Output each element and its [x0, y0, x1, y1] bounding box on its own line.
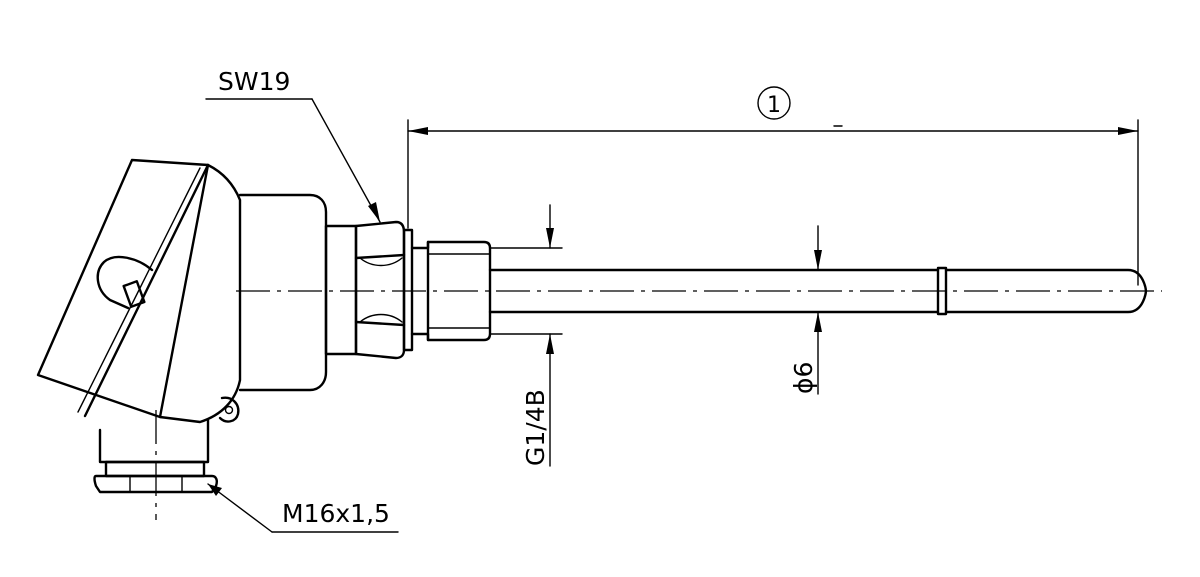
nut-flat-top — [354, 253, 406, 260]
cover-latch — [96, 255, 154, 310]
wrench-size-label: SW19 — [218, 67, 290, 96]
nut-chamfer-top — [359, 257, 403, 267]
cable-gland-label: M16x1,5 — [282, 499, 390, 528]
length-marker-text: 1 — [767, 93, 781, 118]
wrench-leader-arrow — [368, 202, 380, 222]
head-cover — [36, 158, 210, 419]
hex-nut — [324, 220, 414, 360]
process-thread — [410, 240, 492, 342]
thread-arrow-bottom — [546, 334, 554, 354]
gland-leader-arrow — [208, 484, 222, 496]
gland-body — [98, 418, 210, 464]
nut-washer-left — [324, 224, 358, 356]
thread-arrow-top — [546, 228, 554, 248]
nut-chamfer-bottom — [359, 313, 403, 323]
length-dimension: 1 — [407, 86, 1139, 286]
head-housing — [158, 163, 242, 424]
nut-flat-bottom — [354, 320, 406, 327]
thread-dimension: G1/4B — [489, 204, 563, 467]
protection-tube — [488, 266, 1148, 316]
neck-body — [238, 193, 328, 392]
wrench-leader-diagonal — [311, 98, 381, 223]
nut-collar — [402, 228, 414, 352]
cover-inner-edge — [83, 163, 210, 418]
diameter-arrow-bottom — [814, 312, 822, 332]
diameter-dimension: ϕ6 — [789, 225, 822, 395]
cable-gland-leader: M16x1,5 — [207, 483, 399, 533]
thread-label: G1/4B — [521, 389, 550, 466]
thread-fitting — [410, 240, 492, 342]
wrench-size-leader: SW19 — [205, 67, 381, 223]
length-arrow-right — [1118, 127, 1138, 135]
connection-head — [36, 158, 242, 424]
gland-nut — [104, 460, 206, 478]
latch-screw — [122, 280, 146, 308]
length-marker-circle — [757, 86, 791, 120]
ear-hole — [224, 405, 234, 415]
diameter-arrow-top — [814, 250, 822, 270]
length-arrow-left — [408, 127, 428, 135]
gland-cap — [93, 474, 218, 494]
neck-housing — [238, 193, 328, 392]
diameter-label: ϕ6 — [789, 362, 818, 394]
nut-body — [354, 220, 406, 360]
housing-ear — [218, 396, 240, 423]
cable-gland — [93, 418, 218, 494]
